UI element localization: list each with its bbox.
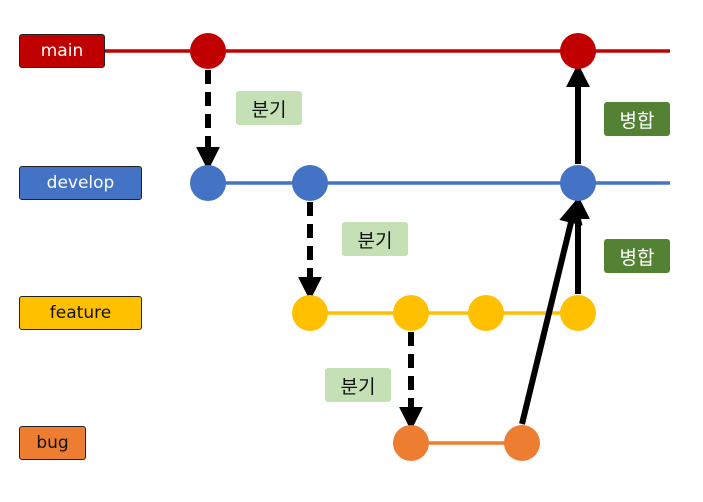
branch-tag-develop-feature: 분기: [342, 222, 408, 256]
commit-node-bug-1: [393, 425, 429, 461]
merge-tag-feature-develop: 병합: [604, 239, 670, 273]
commit-node-develop-1: [190, 165, 226, 201]
branch-tag-feature-bug: 분기: [325, 368, 391, 402]
branch-label-bug: bug: [19, 426, 86, 460]
merge-arrow-bug-to-develop: [519, 199, 583, 425]
merge-tag-develop-main: 병합: [604, 102, 670, 136]
commit-node-feature-4: [560, 295, 596, 331]
commit-node-feature-3: [468, 295, 504, 331]
commit-node-bug-2: [504, 425, 540, 461]
branch-label-main: main: [19, 34, 105, 68]
commit-node-develop-3: [560, 165, 596, 201]
commit-node-feature-1: [292, 295, 328, 331]
commit-node-main-2: [560, 33, 596, 69]
branch-tag-main-develop: 분기: [236, 91, 302, 125]
commit-node-feature-2: [393, 295, 429, 331]
commit-node-main-1: [190, 33, 226, 69]
branch-label-feature: feature: [19, 296, 142, 330]
branch-label-develop: develop: [19, 166, 142, 200]
commit-node-develop-2: [292, 165, 328, 201]
